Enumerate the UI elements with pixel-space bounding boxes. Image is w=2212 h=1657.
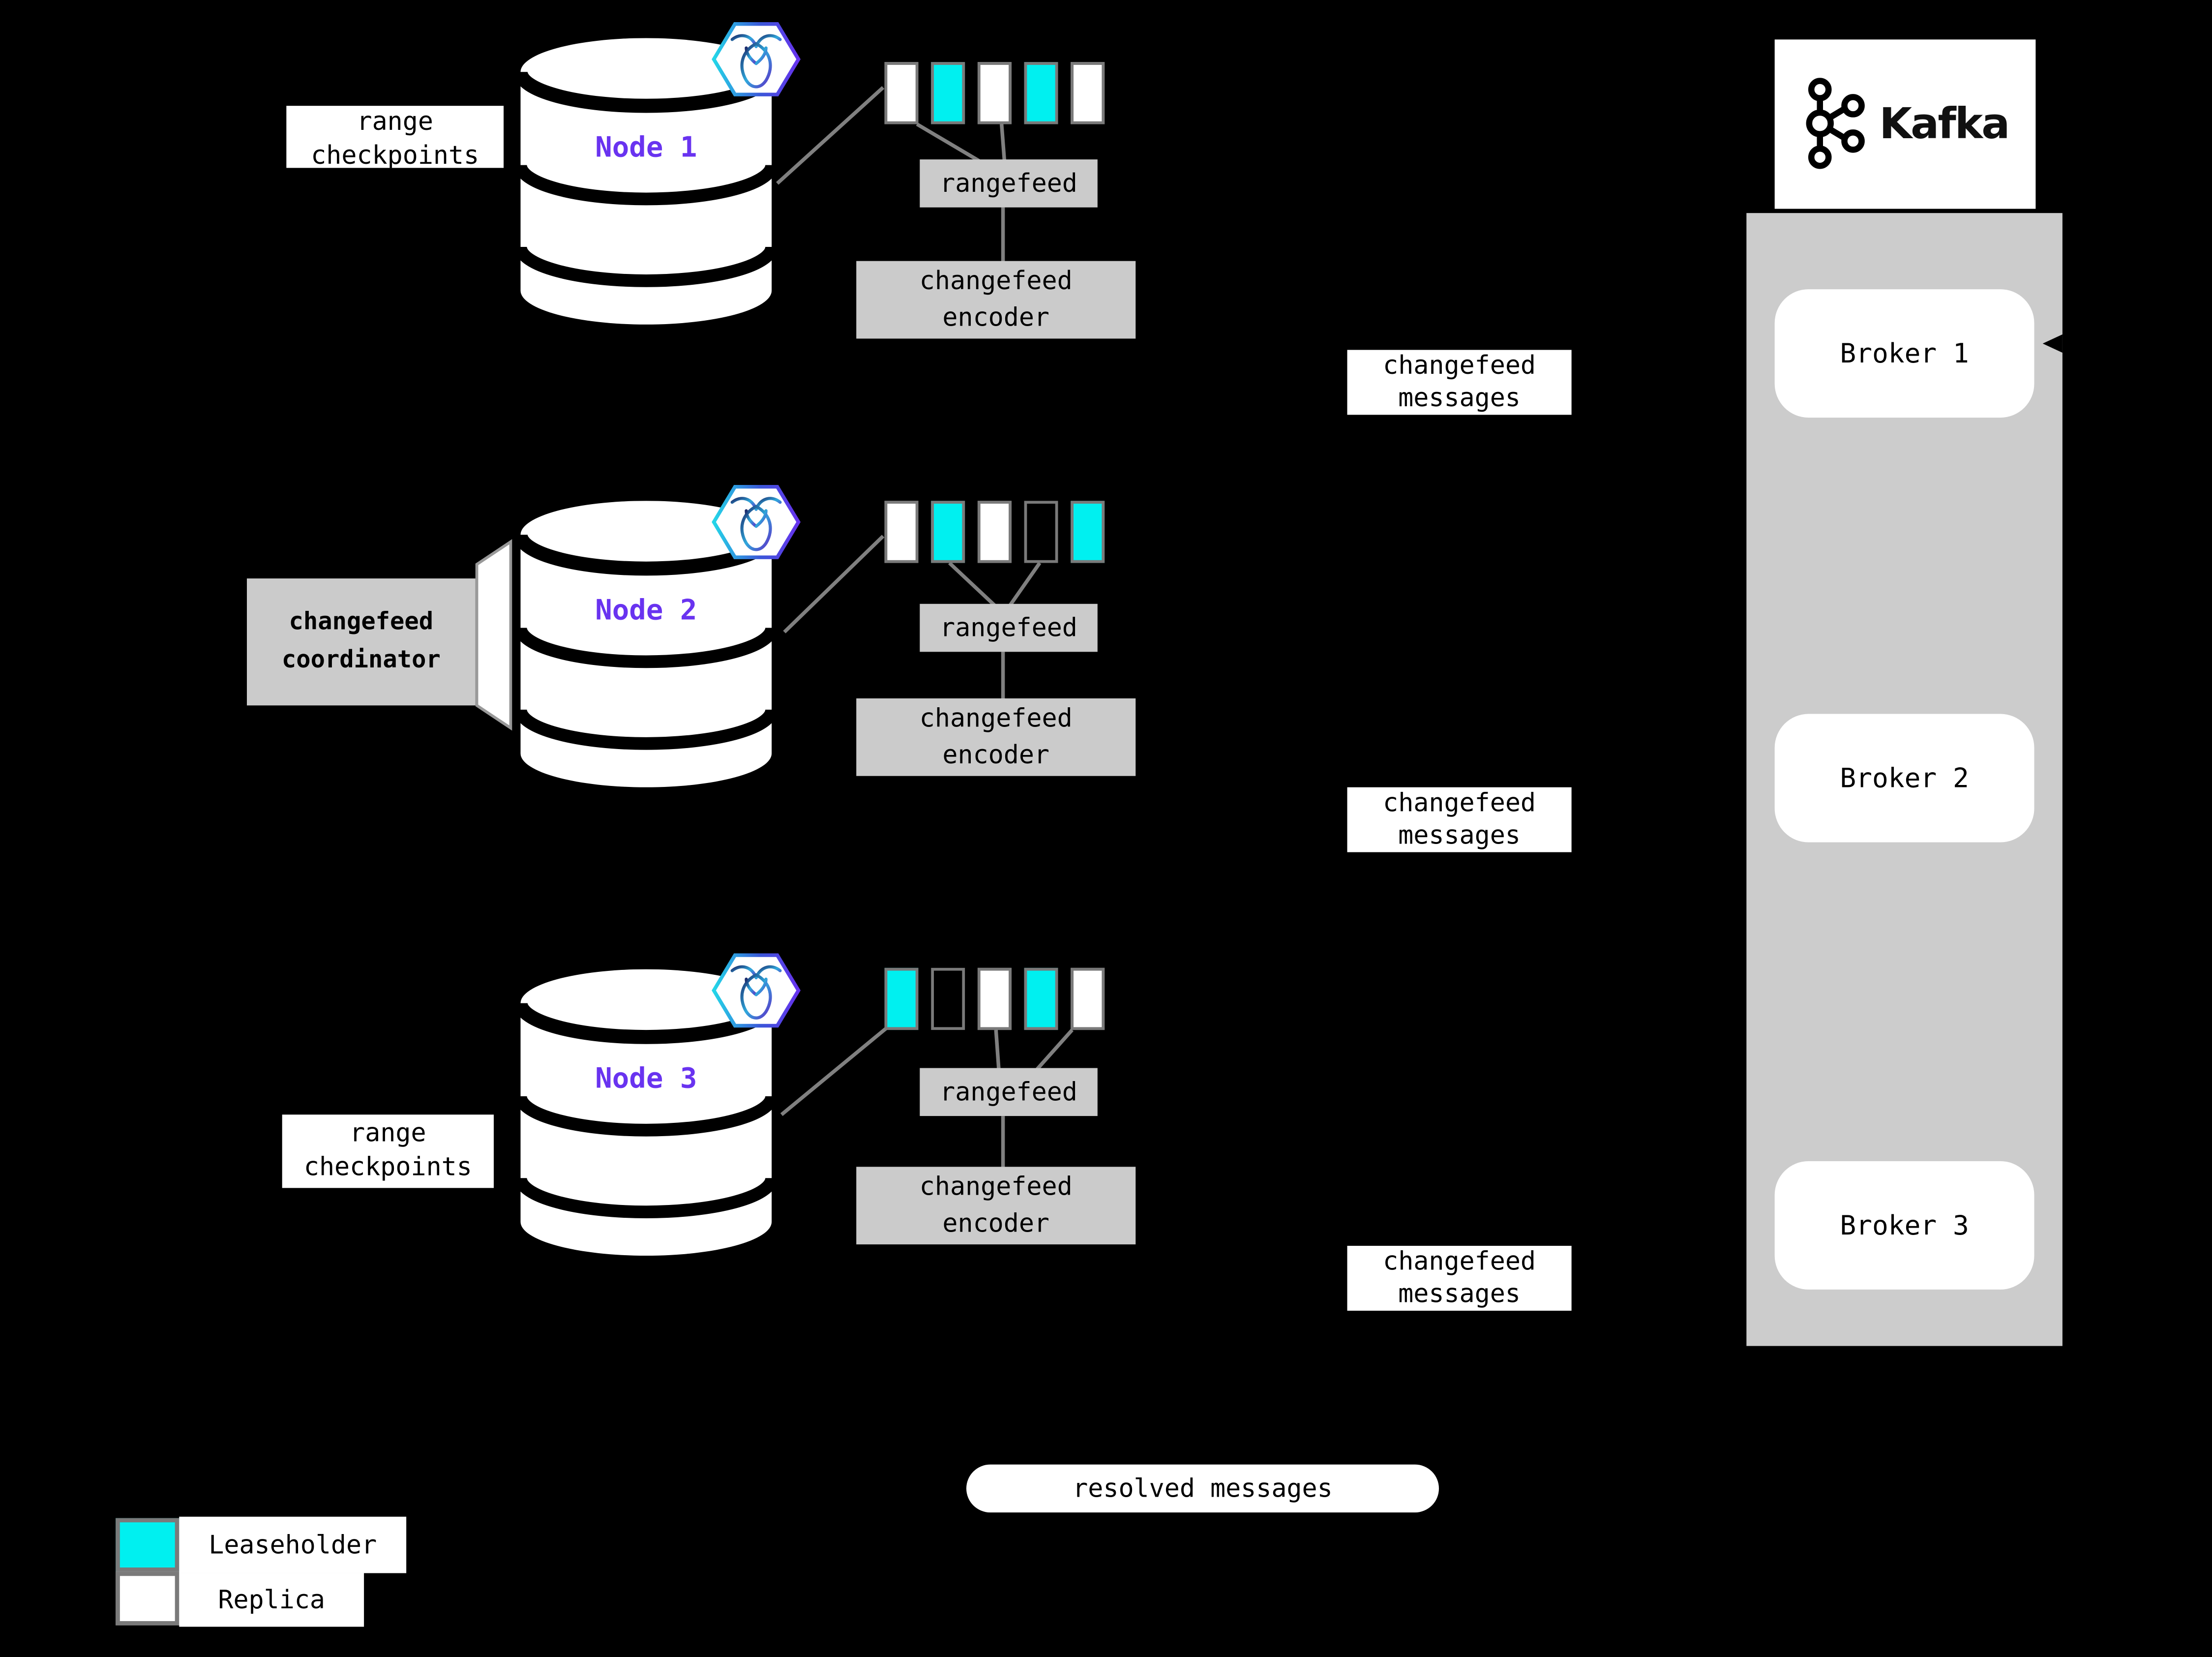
range-cell-leaseholder [931, 62, 965, 124]
range-cell-replica [977, 967, 1012, 1030]
legend-replica-swatch [116, 1571, 179, 1626]
label-text: changefeed coordinator [281, 608, 441, 675]
coordinator-flag-shape [475, 539, 512, 731]
range-cell-leaseholder [1071, 501, 1105, 563]
kafka-broker-2: Broker 2 [1774, 714, 2034, 843]
legend-replica-label: Replica [179, 1573, 364, 1627]
kafka-logo-box: Kafka [1774, 39, 2036, 209]
rangefeed-box: rangefeed [920, 159, 1098, 208]
node-2-label: Node 2 [595, 592, 697, 627]
changefeed-encoder-box: changefeed encoder [856, 1167, 1136, 1245]
range-cell-replica [884, 62, 919, 124]
connector-line [916, 122, 980, 163]
changefeed-messages-label: changefeed messages [1347, 787, 1572, 852]
range-cell-leaseholder [931, 501, 965, 563]
kafka-icon [1806, 78, 1865, 169]
kafka-broker-1: Broker 1 [1774, 289, 2034, 418]
connector-line [780, 1027, 887, 1116]
resolved-messages-pill: resolved messages [966, 1464, 1439, 1513]
range-cell-replica [1071, 62, 1105, 124]
label-text: changefeed messages [1383, 351, 1536, 414]
range-cell-leaseholder [884, 967, 919, 1030]
changefeed-coordinator-box: changefeed coordinator [247, 578, 476, 706]
node-1-label: Node 1 [595, 129, 697, 164]
connector-line [999, 124, 1007, 161]
range-cell-leaseholder [1024, 967, 1058, 1030]
range-cell-replica [977, 501, 1012, 563]
kafka-broker-3: Broker 3 [1774, 1161, 2034, 1290]
connector-line [1008, 562, 1042, 606]
label-text: changefeed messages [1383, 788, 1536, 851]
node-3-label: Node 3 [595, 1061, 697, 1095]
connector-line [776, 86, 885, 185]
broker-label: Broker 2 [1840, 762, 1969, 794]
range-cell-replica [977, 62, 1012, 124]
range-checkpoints-label: range checkpoints [286, 106, 504, 168]
label-text: range checkpoints [311, 107, 479, 168]
cockroachdb-icon [712, 484, 801, 559]
changefeed-messages-label: changefeed messages [1347, 350, 1572, 415]
broker-label: Broker 3 [1840, 1209, 1969, 1241]
encoder-label: changefeed encoder [919, 703, 1073, 770]
range-cell-leaseholder [1024, 62, 1058, 124]
range-checkpoints-label: range checkpoints [282, 1115, 494, 1188]
connector-line [948, 561, 996, 607]
changefeed-encoder-box: changefeed encoder [856, 698, 1136, 776]
cockroachdb-icon [712, 22, 801, 96]
broker-label: Broker 1 [1840, 338, 1969, 369]
range-cell-replica [884, 501, 919, 563]
rangefeed-box: rangefeed [920, 1068, 1098, 1116]
encoder-label: changefeed encoder [919, 266, 1073, 332]
range-cell-empty [1024, 501, 1058, 563]
node-1-database-cylinder [516, 38, 776, 325]
range-cell-replica [1071, 967, 1105, 1030]
rangefeed-box: rangefeed [920, 603, 1098, 652]
changefeed-encoder-box: changefeed encoder [856, 261, 1136, 339]
encoder-label: changefeed encoder [919, 1172, 1073, 1238]
label-text: changefeed messages [1383, 1247, 1536, 1310]
connector-line [1035, 1028, 1074, 1071]
connector-line [994, 1029, 1001, 1070]
legend-leaseholder-label: Leaseholder [179, 1516, 407, 1573]
range-cell-empty [931, 967, 965, 1030]
legend-leaseholder-swatch [116, 1518, 179, 1572]
kafka-title: Kafka [1879, 99, 2010, 149]
cockroachdb-icon [712, 953, 801, 1028]
changefeed-messages-label: changefeed messages [1347, 1245, 1572, 1311]
node-2-database-cylinder [516, 501, 776, 787]
label-text: range checkpoints [303, 1118, 472, 1182]
